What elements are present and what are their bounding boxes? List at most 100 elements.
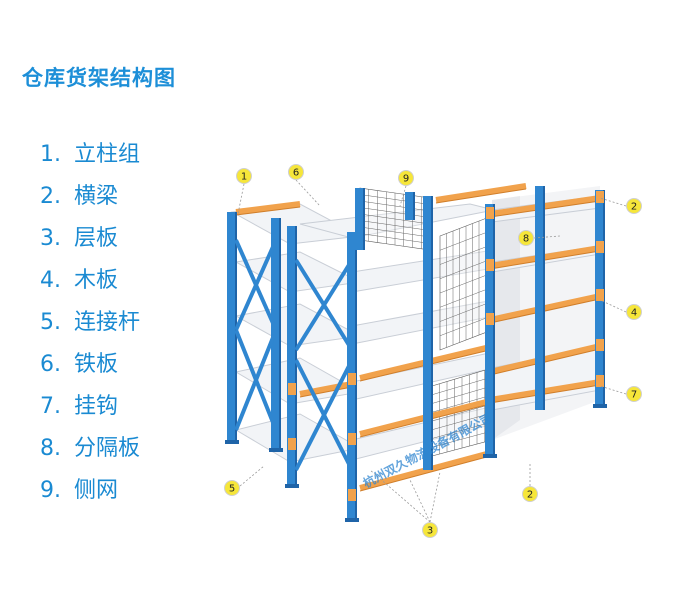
orange-beam <box>299 381 353 397</box>
upright-post <box>423 196 433 470</box>
upright-shadow <box>493 204 495 458</box>
legend-number: 9. <box>40 478 61 503</box>
mesh-wire <box>359 220 431 231</box>
upright-post <box>535 186 545 410</box>
beam-hook <box>348 373 356 385</box>
shelf-level <box>234 303 362 347</box>
side-mesh-panels <box>359 187 493 457</box>
legend-item-side-mesh: 9. 侧网 <box>40 470 140 512</box>
upright-post <box>355 188 365 250</box>
callout-number: 9 <box>403 174 409 185</box>
legend-number: 2. <box>40 184 61 209</box>
beam-hook <box>486 259 494 271</box>
upright-foot <box>269 448 283 452</box>
beam-hook <box>348 489 356 501</box>
beam-hook <box>596 191 604 203</box>
callout-number: 4 <box>631 308 637 319</box>
beam-edge <box>235 206 301 216</box>
mesh-wire <box>359 226 431 238</box>
beam-edge <box>359 454 495 492</box>
legend-number: 4. <box>40 268 61 293</box>
callout-number: 3 <box>427 526 433 537</box>
callout-leader <box>429 471 441 523</box>
callout-circle <box>236 168 252 184</box>
callout-circle <box>398 170 414 186</box>
legend-label: 连接杆 <box>74 310 141 335</box>
upright-shadow <box>543 186 545 410</box>
mesh-wire <box>359 233 431 244</box>
callout-leader <box>369 469 431 523</box>
upright-post <box>405 192 415 220</box>
upright-post <box>227 212 237 444</box>
beam-hook <box>486 207 494 219</box>
mesh-wire <box>431 403 493 422</box>
callout-circle <box>626 304 642 320</box>
diagonal-brace <box>234 329 278 431</box>
legend-label: 木板 <box>74 268 119 293</box>
legend-item-steel-plate: 6. 铁板 <box>40 344 140 386</box>
shelf-level <box>234 413 362 463</box>
beam-hook <box>596 289 604 301</box>
callout-leader <box>599 197 627 207</box>
legend-label: 横梁 <box>74 184 119 209</box>
callout-circle <box>422 522 438 538</box>
legend-label: 侧网 <box>74 478 119 503</box>
diagonal-brace <box>234 239 278 331</box>
callout-number: 1 <box>241 172 247 183</box>
callout-leader <box>237 183 245 215</box>
beam-hook <box>288 438 296 450</box>
callout-circle <box>288 164 304 180</box>
legend-item-upright: 1.立柱组 <box>40 134 140 176</box>
legend-label: 分隔板 <box>74 436 141 461</box>
upright-shadow <box>363 188 365 250</box>
page-title: 仓库货架结构图 <box>22 66 176 90</box>
legend-number: 3. <box>40 226 61 251</box>
upright-foot <box>345 518 359 522</box>
orange-beam <box>235 201 301 215</box>
callout-leader <box>295 179 321 207</box>
beam-hook <box>596 375 604 387</box>
callout-circle <box>626 198 642 214</box>
legend-number: 7. <box>40 394 61 419</box>
legend-item-beam: 2. 横梁 <box>40 176 140 218</box>
legend-item-wood-board: 4. 木板 <box>40 260 140 302</box>
upright-post <box>287 226 297 488</box>
beam-hook <box>348 433 356 445</box>
legend-label: 铁板 <box>74 352 119 377</box>
callout-circle <box>518 230 534 246</box>
callout-circle <box>522 486 538 502</box>
diagonal-brace <box>294 359 354 471</box>
upright-foot <box>483 454 497 458</box>
mesh-wire <box>431 421 493 439</box>
callout-leader-lines <box>237 179 627 523</box>
legend-item-divider: 8.分隔板 <box>40 428 140 470</box>
callout-number: 2 <box>631 202 637 213</box>
legend-item-hook: 7. 挂钩 <box>40 386 140 428</box>
legend-number: 1. <box>40 142 61 167</box>
upright-foot <box>593 404 607 408</box>
upright-shadow <box>295 226 297 488</box>
callout-leader <box>599 385 627 395</box>
legend-label: 层板 <box>74 226 119 251</box>
legend-item-connecting-rod: 5. 连接杆 <box>40 302 140 344</box>
callout-number: 8 <box>523 234 529 245</box>
callout-number: 7 <box>631 390 637 401</box>
callout-leader <box>409 479 431 523</box>
upright-shadow <box>413 192 415 220</box>
legend-item-shelf: 3. 层板 <box>40 218 140 260</box>
beam-edge <box>299 386 353 398</box>
callout-circle <box>224 480 240 496</box>
legend-number: 5. <box>40 310 61 335</box>
upright-foot <box>225 440 239 444</box>
mesh-wire <box>439 301 493 322</box>
callout-leader <box>399 185 407 207</box>
upright-foot <box>285 484 299 488</box>
legend-label: 挂钩 <box>74 394 119 419</box>
legend-number: 6. <box>40 352 61 377</box>
beam-hook <box>486 313 494 325</box>
beam-edge <box>435 188 527 204</box>
mesh-wire <box>439 287 493 308</box>
beam-hook <box>596 339 604 351</box>
